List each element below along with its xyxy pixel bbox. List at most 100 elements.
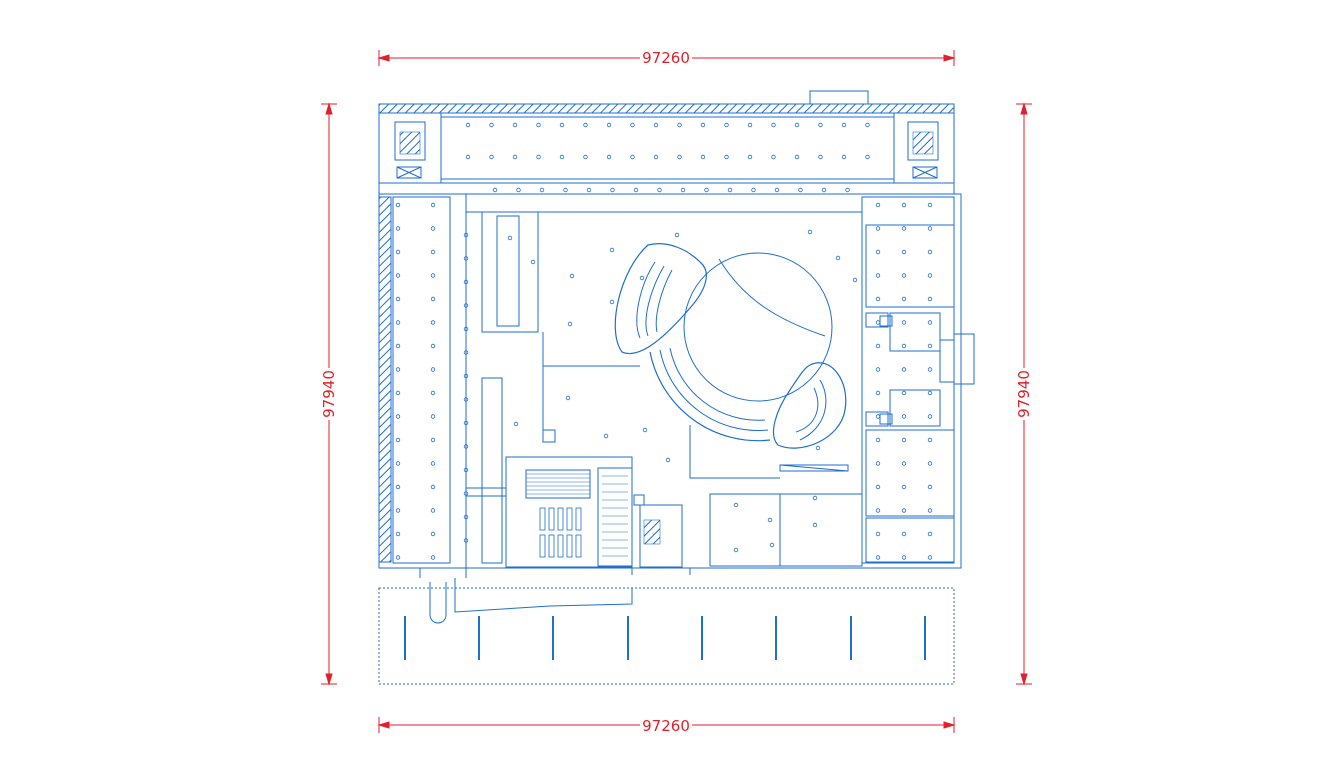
column-dot [463,303,469,308]
column-dot [395,461,401,466]
dimension-right [1016,102,1032,686]
column-dot [395,226,401,231]
column-dot [875,484,881,490]
column-dot [901,296,907,302]
east-entrance [953,333,975,385]
column-dot [395,249,401,255]
column-dot [818,122,823,128]
column-dot [927,531,933,537]
column-dot [733,502,739,508]
column-dot [901,390,907,396]
column-dot [610,187,615,193]
dimension-bottom [377,717,956,733]
column-dot [835,255,841,261]
column-dot [536,122,541,128]
left-hatched-wall [378,196,392,563]
column-dot [901,320,907,325]
column-dot [395,555,401,560]
column-dot [565,395,571,401]
column-dot [583,154,588,160]
column-dot [927,320,933,325]
column-dot [653,154,659,160]
column-dot [609,299,615,305]
column-dot [563,187,568,193]
column-dot [395,320,401,325]
column-dot [463,420,469,426]
column-dot [901,414,907,419]
column-dot [395,531,401,537]
column-dot [463,256,469,261]
column-dot [430,343,436,349]
column-dot [395,508,401,513]
column-dot [852,277,858,283]
column-dot [901,249,907,255]
column-dot [463,397,469,402]
column-dot [901,367,907,372]
column-dot [463,444,469,449]
column-dot [674,232,680,238]
column-dot [465,154,471,160]
column-dot [865,154,870,160]
column-dot [927,202,933,208]
column-dot [430,202,436,208]
column-dot [430,414,436,419]
column-dot [539,187,545,193]
column-dot [812,495,818,501]
column-dot [927,555,933,560]
column-dot [530,259,536,265]
column-dot [798,187,803,193]
column-dot [901,226,907,231]
column-dot [633,187,639,193]
column-dot [771,154,776,160]
column-dot [875,367,881,372]
column-dot [927,273,933,278]
column-dot [586,187,592,193]
column-dot [901,508,907,513]
column-dot [700,122,706,128]
column-dot [771,122,776,128]
column-dot [901,461,907,466]
column-dot [747,122,753,128]
column-dot [927,296,933,302]
column-dot [630,154,635,160]
column-dot [430,226,436,231]
column-dot [677,122,682,128]
column-dot [875,296,881,302]
column-dot [430,273,436,278]
column-dot [567,321,573,327]
entrance-plaza [378,587,955,685]
column-dot [875,320,881,325]
column-dot [724,154,729,160]
column-dot [395,390,401,396]
column-dot [657,187,662,193]
column-dot [818,154,823,160]
column-dot [875,437,881,443]
column-dot [430,367,436,372]
column-dot [875,555,881,560]
column-dot [516,187,521,193]
dimension-top [377,50,956,66]
column-dot [430,484,436,490]
column-dot [875,414,881,419]
column-dot [901,273,907,278]
column-dot [901,531,907,537]
column-dot [630,122,635,128]
dimension-top-label: 97260 [642,49,690,67]
column-dot [463,538,469,543]
column-dot [927,249,933,255]
column-dot [665,457,671,463]
column-dot [569,273,575,279]
column-dot [875,390,881,396]
column-dot [606,122,612,128]
column-dot [794,154,800,160]
column-dot [492,187,498,193]
column-dot [536,154,541,160]
dimension-bottom-label: 97260 [642,717,690,735]
column-dot [430,249,436,255]
auditorium-lower [772,362,847,449]
central-rotunda [683,252,833,402]
column-dot [875,226,881,231]
column-dot [430,508,436,513]
column-dot [927,343,933,349]
column-dot [395,296,401,302]
